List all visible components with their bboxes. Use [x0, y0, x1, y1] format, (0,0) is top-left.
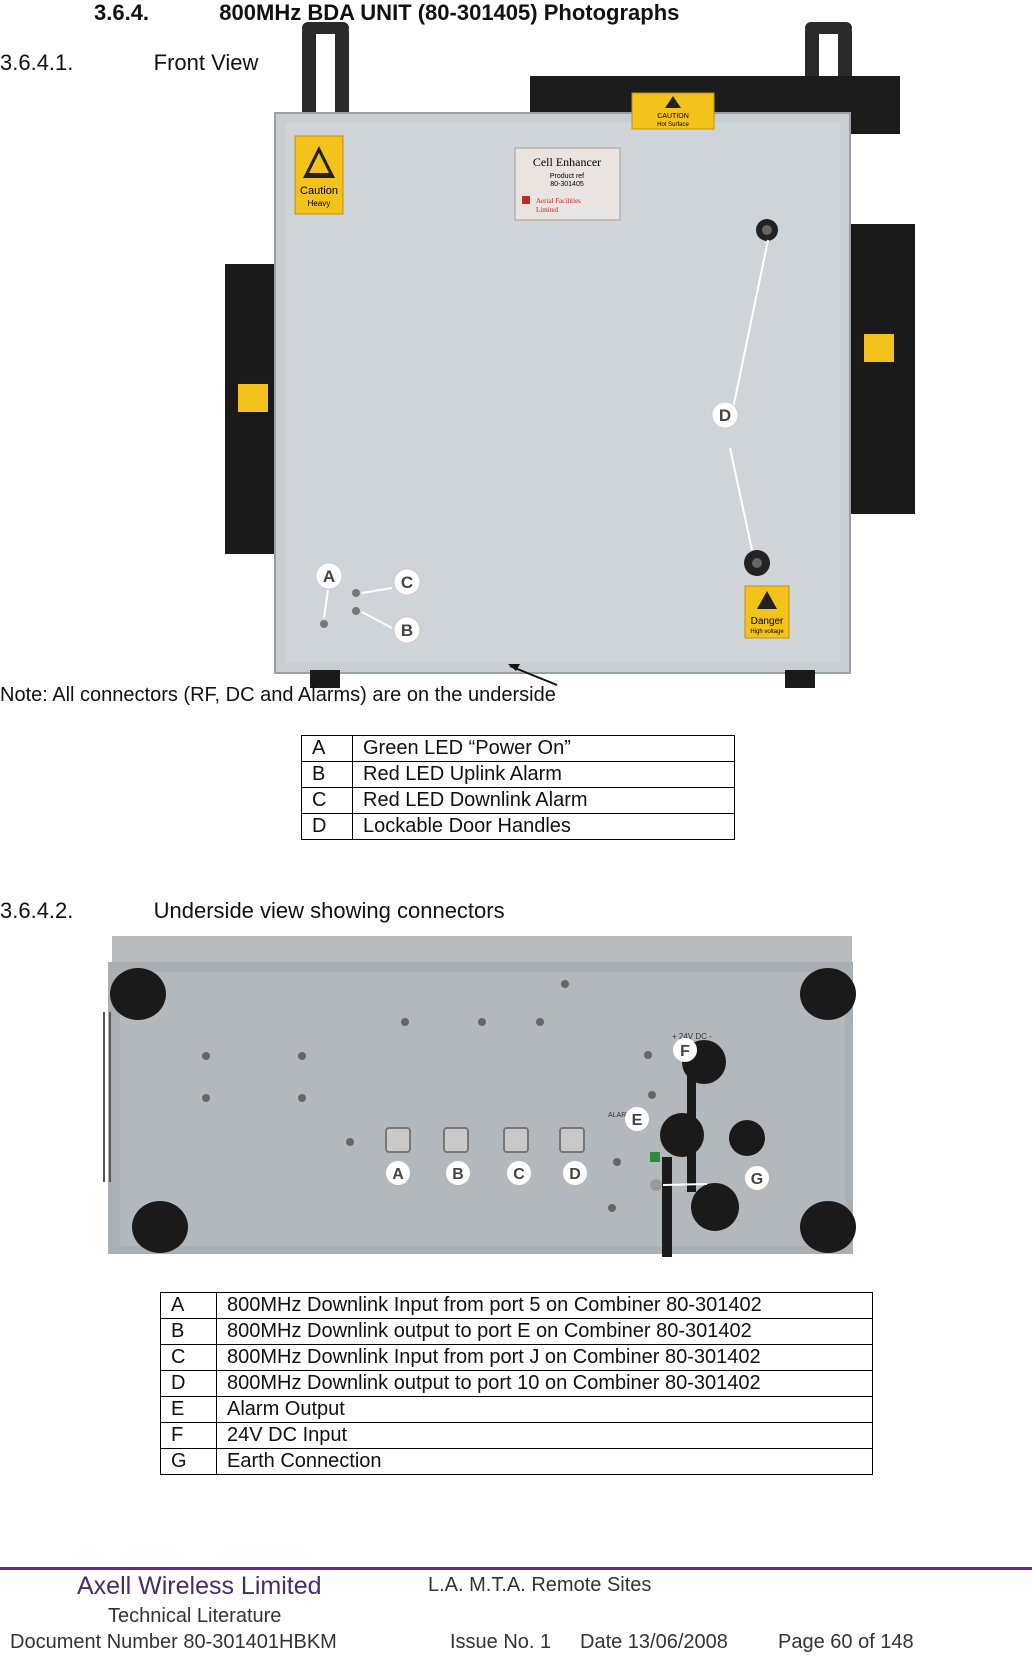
footer-project: L.A. M.T.A. Remote Sites: [428, 1574, 652, 1596]
underside-view-number: 3.6.4.2.: [0, 898, 74, 923]
front-callout-a: A: [315, 562, 343, 590]
underside-callout-f: F: [673, 1038, 697, 1062]
key-id: A: [301, 735, 353, 762]
key-id: B: [160, 1318, 217, 1345]
svg-text:B: B: [452, 1166, 464, 1183]
key-id: C: [301, 787, 353, 814]
key-id: C: [160, 1344, 217, 1371]
key-id: D: [301, 813, 353, 840]
danger-sublabel: High voltage: [750, 629, 784, 635]
danger-label: Danger: [751, 616, 784, 627]
front-callout-b: B: [393, 616, 421, 644]
nameplate-title: Cell Enhancer: [533, 155, 601, 169]
key-desc: 800MHz Downlink output to port E on Comb…: [216, 1318, 873, 1345]
section-number: 3.6.4.: [94, 0, 150, 25]
front-view-photo: CAUTION Hot Surface Caution Heavy Cell E…: [225, 22, 915, 688]
underside-callout-c: C: [507, 1161, 531, 1185]
underside-callout-d: D: [563, 1161, 587, 1185]
key-desc: Green LED “Power On”: [352, 735, 735, 762]
key-desc: 24V DC Input: [216, 1422, 873, 1449]
svg-text:A: A: [323, 567, 335, 586]
section-heading: 3.6.4. 800MHz BDA UNIT (80-301405) Photo…: [94, 0, 679, 26]
footer-document-number: Document Number 80-301401HBKM: [10, 1631, 337, 1653]
front-view-heading: 3.6.4.1. Front View: [0, 50, 258, 76]
nameplate-company: Aerial Facilities: [536, 197, 581, 205]
key-desc: 800MHz Downlink Input from port 5 on Com…: [216, 1292, 873, 1319]
key-id: B: [301, 761, 353, 788]
underside-callout-e: E: [625, 1107, 649, 1131]
key-desc: Alarm Output: [216, 1396, 873, 1423]
footer-department: Technical Literature: [108, 1605, 282, 1627]
svg-text:F: F: [680, 1043, 690, 1060]
connectors-note: Note: All connectors (RF, DC and Alarms)…: [0, 684, 556, 706]
svg-text:G: G: [751, 1171, 763, 1188]
svg-text:E: E: [632, 1112, 643, 1129]
key-id: A: [160, 1292, 217, 1319]
svg-text:B: B: [401, 621, 413, 640]
section-title: 800MHz BDA UNIT (80-301405) Photographs: [219, 0, 680, 25]
underside-view-title: Underside view showing connectors: [153, 898, 505, 923]
nameplate-line1: Product ref: [550, 173, 584, 180]
footer-company: Axell Wireless Limited: [77, 1572, 322, 1600]
svg-text:D: D: [719, 406, 731, 425]
underside-view-heading: 3.6.4.2. Underside view showing connecto…: [0, 898, 505, 924]
key-desc: Lockable Door Handles: [352, 813, 735, 840]
front-callout-c: C: [393, 568, 421, 596]
front-view-title: Front View: [153, 50, 259, 75]
caution-left-sublabel: Heavy: [308, 199, 331, 208]
nameplate-line2: 80-301405: [550, 181, 584, 188]
key-desc: 800MHz Downlink Input from port J on Com…: [216, 1344, 873, 1371]
key-id: D: [160, 1370, 217, 1397]
footer-page: Page 60 of 148: [778, 1631, 914, 1653]
key-id: F: [160, 1422, 217, 1449]
key-desc: Earth Connection: [216, 1448, 873, 1475]
front-view-number: 3.6.4.1.: [0, 50, 74, 75]
svg-text:C: C: [513, 1166, 525, 1183]
dc-input-label: + 24V DC -: [672, 1032, 712, 1041]
caution-top-label: CAUTION: [657, 113, 689, 120]
key-id: G: [160, 1448, 217, 1475]
key-desc: Red LED Uplink Alarm: [352, 761, 735, 788]
underside-callout-g: G: [745, 1166, 769, 1190]
key-desc: 800MHz Downlink output to port 10 on Com…: [216, 1370, 873, 1397]
footer-issue: Issue No. 1: [450, 1631, 552, 1653]
underside-callout-b: B: [446, 1161, 470, 1185]
svg-text:C: C: [401, 573, 413, 592]
front-callout-d: D: [711, 401, 739, 429]
caution-left-label: Caution: [300, 185, 338, 197]
underside-callout-a: A: [386, 1161, 410, 1185]
footer-date: Date 13/06/2008: [580, 1631, 728, 1653]
nameplate-company2: Limited: [536, 206, 559, 214]
svg-text:D: D: [569, 1166, 581, 1183]
footer-divider: [0, 1567, 1032, 1570]
caution-top-sublabel: Hot Surface: [657, 122, 689, 128]
key-desc: Red LED Downlink Alarm: [352, 787, 735, 814]
key-id: E: [160, 1396, 217, 1423]
underside-view-photo: + 24V DC - ALARM A B C D E F G: [103, 936, 856, 1257]
alarm-label: ALARM: [608, 1112, 632, 1119]
svg-text:A: A: [392, 1166, 404, 1183]
